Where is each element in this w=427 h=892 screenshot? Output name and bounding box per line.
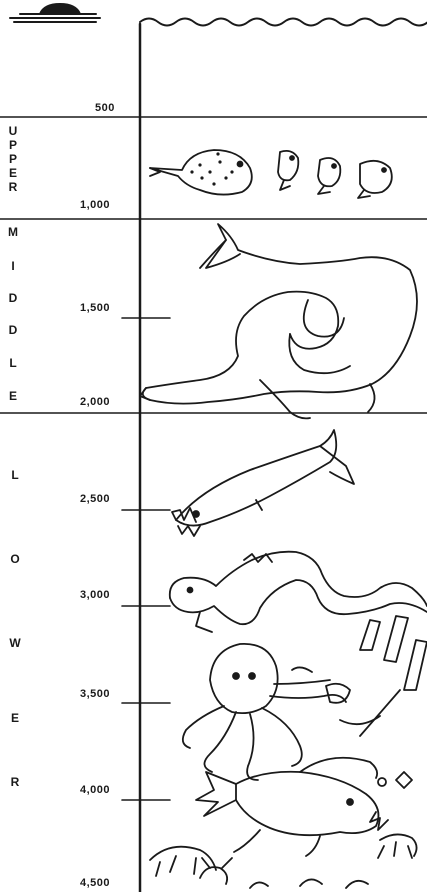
depth-label-4000: 4,000 bbox=[80, 784, 110, 796]
sea-floor-creatures-illustration bbox=[150, 834, 417, 888]
depth-label-3000: 3,000 bbox=[80, 589, 110, 601]
depth-label-1000: 1,000 bbox=[80, 199, 110, 211]
water-surface bbox=[140, 19, 427, 26]
depth-label-500: 500 bbox=[95, 102, 115, 114]
depth-ticks bbox=[122, 318, 170, 800]
depth-label-4500: 4,500 bbox=[80, 877, 110, 889]
depth-label-2000: 2,000 bbox=[80, 396, 110, 408]
zone-upper-letter: U bbox=[6, 124, 20, 138]
zone-middle-letter: E bbox=[6, 389, 20, 403]
zone-lower-letter: R bbox=[8, 775, 22, 789]
zone-lower-letter: L bbox=[8, 468, 22, 482]
zone-upper-letter: P bbox=[6, 152, 20, 166]
zone-lower-letter: O bbox=[8, 552, 22, 566]
depth-label-3500: 3,500 bbox=[80, 688, 110, 700]
zone-middle-letter: D bbox=[6, 323, 20, 337]
zone-middle-letter: M bbox=[6, 225, 20, 239]
zone-lower-letter: W bbox=[8, 636, 22, 650]
depth-label-1500: 1,500 bbox=[80, 302, 110, 314]
zone-upper-letter: P bbox=[6, 138, 20, 152]
boxfish-illustration bbox=[150, 150, 252, 195]
gulper-eel-illustration bbox=[140, 224, 417, 418]
zone-middle-letter: I bbox=[6, 259, 20, 273]
viperfish-illustration bbox=[172, 430, 354, 536]
boat-icon bbox=[10, 4, 100, 22]
eel-illustration bbox=[170, 552, 427, 632]
zone-upper-letter: R bbox=[6, 180, 20, 194]
anglerfish-illustration bbox=[196, 758, 412, 856]
zone-middle-letter: L bbox=[6, 356, 20, 370]
octopus-illustration bbox=[183, 616, 427, 780]
zone-upper-letter: E bbox=[6, 166, 20, 180]
small-fish-illustration bbox=[278, 151, 392, 198]
zone-middle-letter: D bbox=[6, 291, 20, 305]
zone-lower-letter: E bbox=[8, 711, 22, 725]
depth-label-2500: 2,500 bbox=[80, 493, 110, 505]
